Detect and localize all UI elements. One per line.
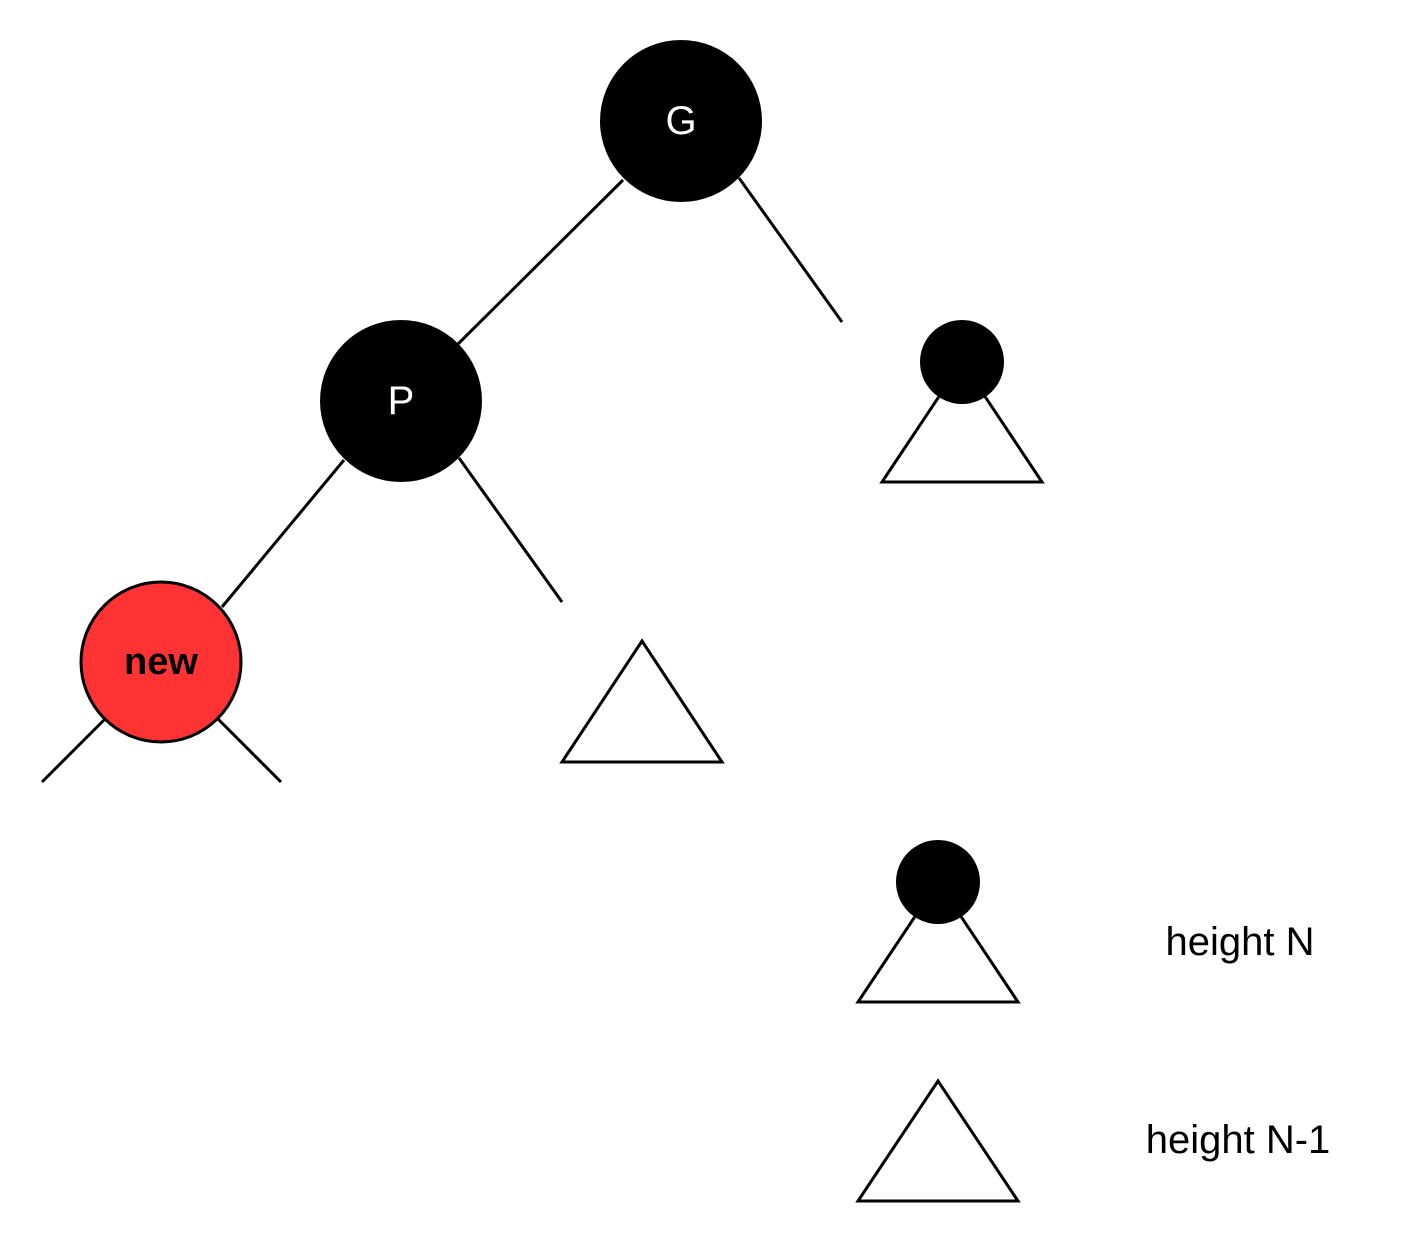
uncle-black-node [920, 320, 1004, 404]
legend-height-n-triangle [855, 879, 1021, 1004]
legend-height-n-minus-1-label: height N-1 [1146, 1118, 1331, 1162]
legend-black-node [896, 840, 980, 924]
grandparent-label: G [665, 99, 696, 143]
edge-p-to-new [220, 459, 346, 608]
parent-circle [320, 320, 482, 482]
grandparent-circle [600, 40, 762, 202]
p-right-subtree-height-n-minus-1 [559, 638, 725, 764]
legend-height-n-minus-1-triangle [855, 1078, 1021, 1203]
subtree-triangle [879, 359, 1045, 484]
new-node-circle [79, 580, 243, 744]
node-parent: P [320, 320, 482, 482]
node-grandparent: G [600, 40, 762, 202]
node-new: new [79, 580, 243, 744]
legend-height-n-symbol [855, 840, 1021, 1004]
edge-g-to-p [456, 178, 625, 346]
tree-edges [40, 177, 844, 784]
edge-p-to-right-subtree [457, 457, 564, 603]
legend: height N height N-1 [855, 840, 1331, 1203]
edge-new-left-child [40, 717, 107, 784]
legend-height-n-label: height N [1166, 920, 1315, 964]
uncle-subtree-height-n [879, 320, 1045, 484]
edge-new-right-child [216, 717, 283, 784]
edge-g-to-right-subtree [737, 177, 844, 323]
new-node-label: new [124, 641, 198, 683]
parent-label: P [388, 379, 415, 423]
